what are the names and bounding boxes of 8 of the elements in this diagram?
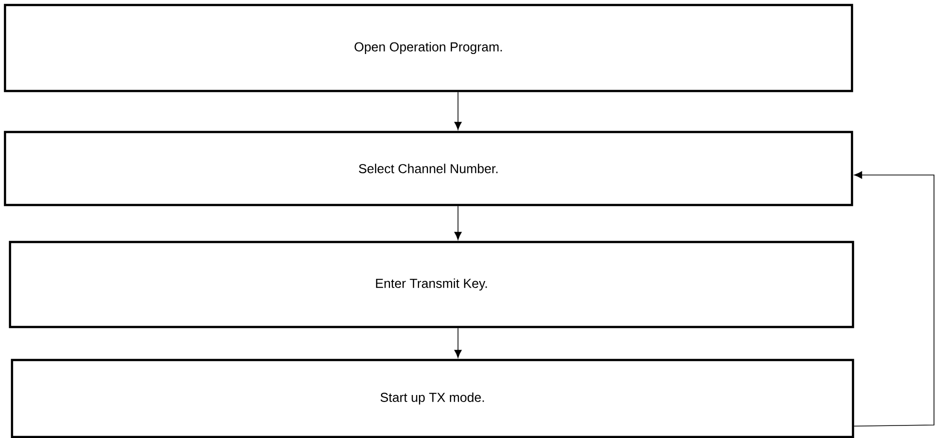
arrow [454,206,462,240]
process-box: Select Channel Number. [4,130,854,206]
arrow [454,328,462,358]
process-box: Enter Transmit Key. [8,240,854,328]
arrow [454,92,462,130]
process-box: Open Operation Program. [4,4,854,92]
arrow [854,171,934,426]
process-box: Start up TX mode. [10,358,854,438]
